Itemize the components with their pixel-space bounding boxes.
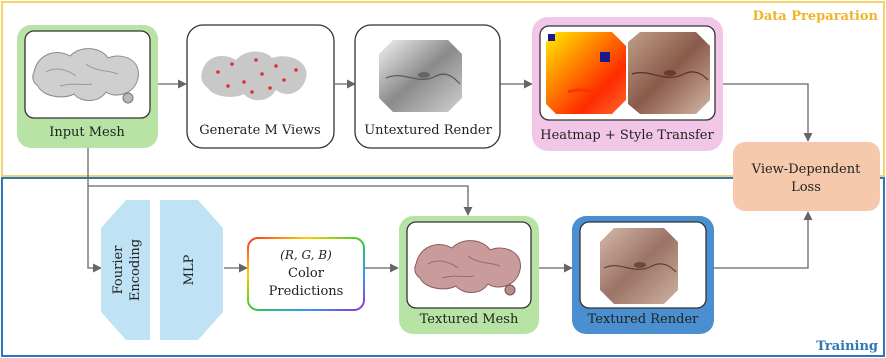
- loss-label-line1: View-Dependent: [751, 162, 861, 177]
- mlp-label: MLP: [182, 254, 197, 285]
- fourier-label-line1: Fourier: [111, 245, 126, 295]
- rgb-label: (R, G, B): [280, 248, 332, 262]
- training-title: Training: [816, 339, 878, 354]
- textured-mesh-label: Textured Mesh: [420, 312, 519, 327]
- heatmap-style-node: Heatmap + Style Transfer: [532, 17, 723, 151]
- textured-mesh-node: Textured Mesh: [399, 216, 539, 334]
- arrow-input-to-textured-mesh: [88, 185, 473, 216]
- heatmap-image: [546, 32, 626, 114]
- generate-views-node: Generate M Views: [186, 24, 335, 149]
- training-section: [1, 177, 885, 357]
- untextured-render-label: Untextured Render: [364, 123, 492, 138]
- color-label-line2: Predictions: [269, 284, 344, 299]
- loss-label-line2: Loss: [791, 180, 821, 195]
- textured-render-label: Textured Render: [588, 312, 700, 327]
- heatmap-style-label: Heatmap + Style Transfer: [540, 128, 714, 143]
- color-predictions-node: (R, G, B) Color Predictions: [247, 237, 365, 311]
- generate-views-label: Generate M Views: [199, 123, 320, 138]
- fourier-label-line2: Encoding: [128, 239, 143, 301]
- pink-mesh-icon: [414, 240, 521, 296]
- arrow-heatmap-to-loss: [723, 83, 813, 142]
- arrow-render-to-loss: [714, 211, 813, 269]
- untextured-render-node: Untextured Render: [354, 24, 501, 149]
- view-points-icon: [201, 51, 307, 101]
- fourier-encoding-node: Fourier Encoding: [101, 200, 150, 340]
- data-preparation-section: [1, 1, 885, 177]
- gray-mesh-icon: [32, 48, 139, 104]
- arrow-input-to-fourier: [87, 147, 102, 273]
- input-mesh-label: Input Mesh: [49, 125, 125, 140]
- textured-render-node: Textured Render: [572, 216, 714, 334]
- data-preparation-title: Data Preparation: [753, 9, 879, 24]
- view-dependent-loss-node: View-Dependent Loss: [733, 142, 880, 211]
- mlp-node: MLP: [160, 200, 223, 340]
- color-label-line1: Color: [288, 266, 325, 281]
- input-mesh-node: Input Mesh: [17, 25, 158, 148]
